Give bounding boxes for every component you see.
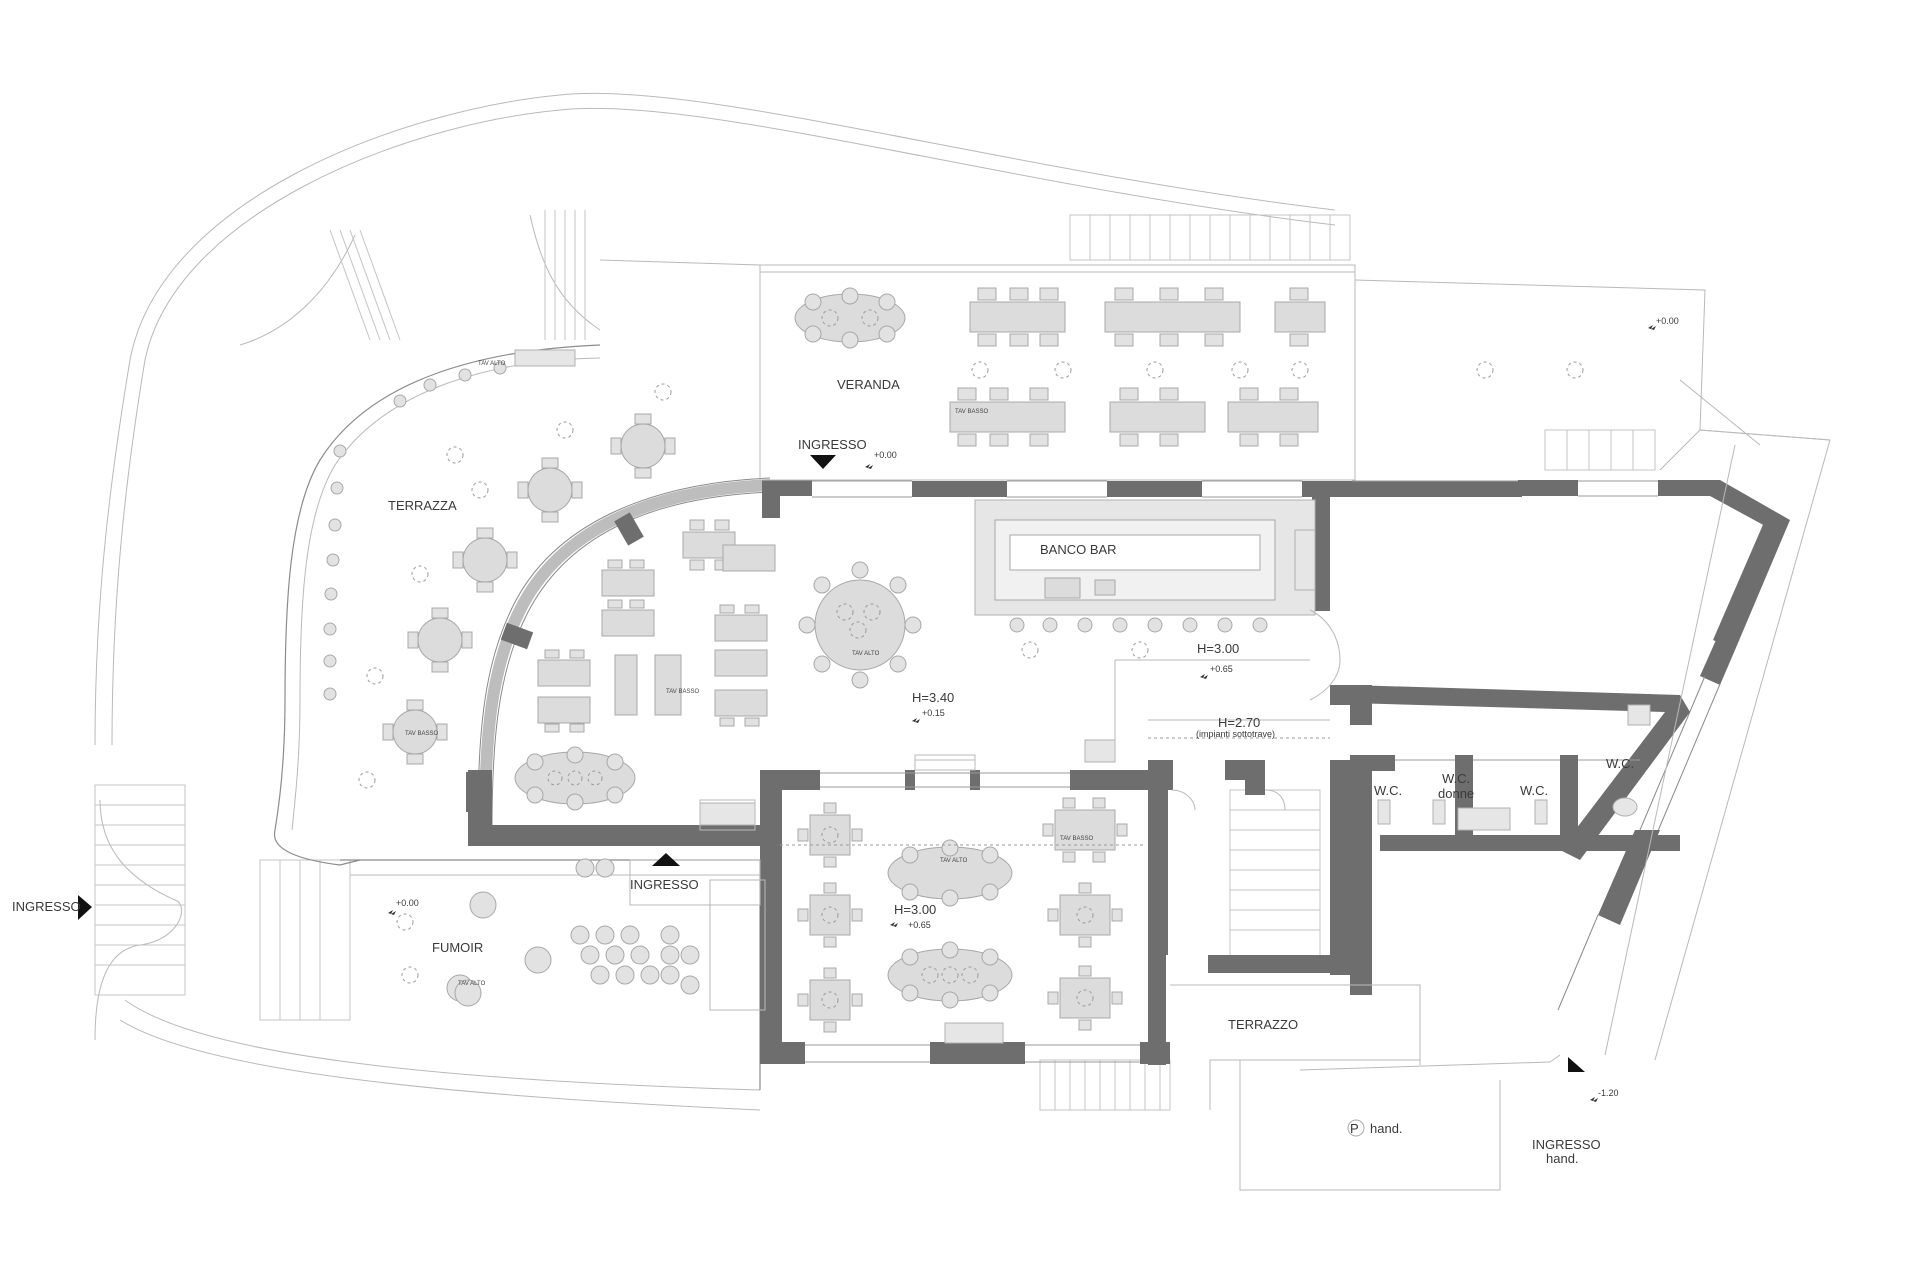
tav-alto-1: TAV ALTO <box>478 361 506 367</box>
tav-alto-2: TAV ALTO <box>852 651 880 657</box>
label-wc-donne: W.C. <box>1442 771 1470 786</box>
lower-room-tables <box>780 797 1145 1044</box>
label-wc-left: W.C. <box>1374 783 1402 798</box>
veranda-frame <box>759 264 1356 481</box>
label-terrazzo: TERRAZZO <box>1228 1017 1298 1032</box>
label-terrazza: TERRAZZA <box>388 498 457 513</box>
height-270: H=2.70 <box>1218 715 1260 730</box>
label-fumoir: FUMOIR <box>432 940 483 955</box>
veranda-tables <box>794 287 1584 447</box>
level-marker-icon <box>1590 1097 1598 1102</box>
tav-basso-1: TAV BASSO <box>955 409 988 415</box>
height-impianti: (impianti sottotrave) <box>1196 729 1275 739</box>
tav-alto-4: TAV ALTO <box>458 981 486 987</box>
arrow-icon <box>810 455 836 469</box>
label-parking-hand: hand. <box>1370 1121 1403 1136</box>
label-ingresso-top: INGRESSO <box>798 437 867 452</box>
arrow-icon <box>78 895 92 920</box>
height-340: H=3.40 <box>912 690 954 705</box>
level-ingresso-top: +0.00 <box>874 450 897 460</box>
level-right-top: +0.00 <box>1656 316 1679 326</box>
level-marker-icon <box>865 464 873 469</box>
label-ingresso-mid: INGRESSO <box>630 877 699 892</box>
tav-alto-3: TAV ALTO <box>940 858 968 864</box>
height-300-bar: H=3.00 <box>1197 641 1239 656</box>
level-room: +0.65 <box>908 920 931 930</box>
level-marker-icon <box>1200 674 1208 679</box>
label-parking: P <box>1350 1121 1359 1136</box>
parking-icon <box>1347 1119 1365 1137</box>
fumoir-tables <box>396 799 766 1011</box>
level-hand: -1.20 <box>1598 1088 1619 1098</box>
label-ingresso-hand: INGRESSO <box>1532 1137 1601 1152</box>
main-hall-tables <box>514 519 1116 826</box>
label-wc-right: W.C. <box>1520 783 1548 798</box>
level-bar: +0.65 <box>1210 664 1233 674</box>
walls <box>466 477 1790 1065</box>
level-marker-icon <box>890 922 898 927</box>
label-ingresso-left: INGRESSO <box>12 899 81 914</box>
arrow-icon <box>652 853 680 866</box>
bar-counter <box>974 499 1316 659</box>
tav-basso-2: TAV BASSO <box>666 689 699 695</box>
arrow-icon <box>1568 1057 1585 1072</box>
level-marker-icon <box>388 910 396 915</box>
label-donne: donne <box>1438 786 1474 801</box>
level-marker-icon <box>1648 325 1656 330</box>
label-banco-bar: BANCO BAR <box>1040 542 1117 557</box>
tav-basso-4: TAV BASSO <box>1060 836 1093 842</box>
entrance-arrows <box>78 455 1585 1072</box>
terrazza-tables <box>358 383 676 789</box>
height-300-room: H=3.00 <box>894 902 936 917</box>
lower-terrace <box>1170 379 1831 1191</box>
label-veranda: VERANDA <box>837 377 900 392</box>
level-markers <box>388 325 1656 1102</box>
level-fumoir: +0.00 <box>396 898 419 908</box>
label-wc-far: W.C. <box>1606 756 1634 771</box>
stairs <box>94 210 1656 1111</box>
labels: INGRESSO INGRESSO INGRESSO INGRESSO hand… <box>12 316 1679 1166</box>
label-hand: hand. <box>1546 1151 1579 1166</box>
wc-fixtures <box>1377 704 1651 831</box>
level-marker-icon <box>912 718 920 723</box>
tav-basso-3: TAV BASSO <box>405 731 438 737</box>
terrace-railing <box>323 349 576 701</box>
level-main: +0.15 <box>922 708 945 718</box>
doors <box>914 609 1341 811</box>
